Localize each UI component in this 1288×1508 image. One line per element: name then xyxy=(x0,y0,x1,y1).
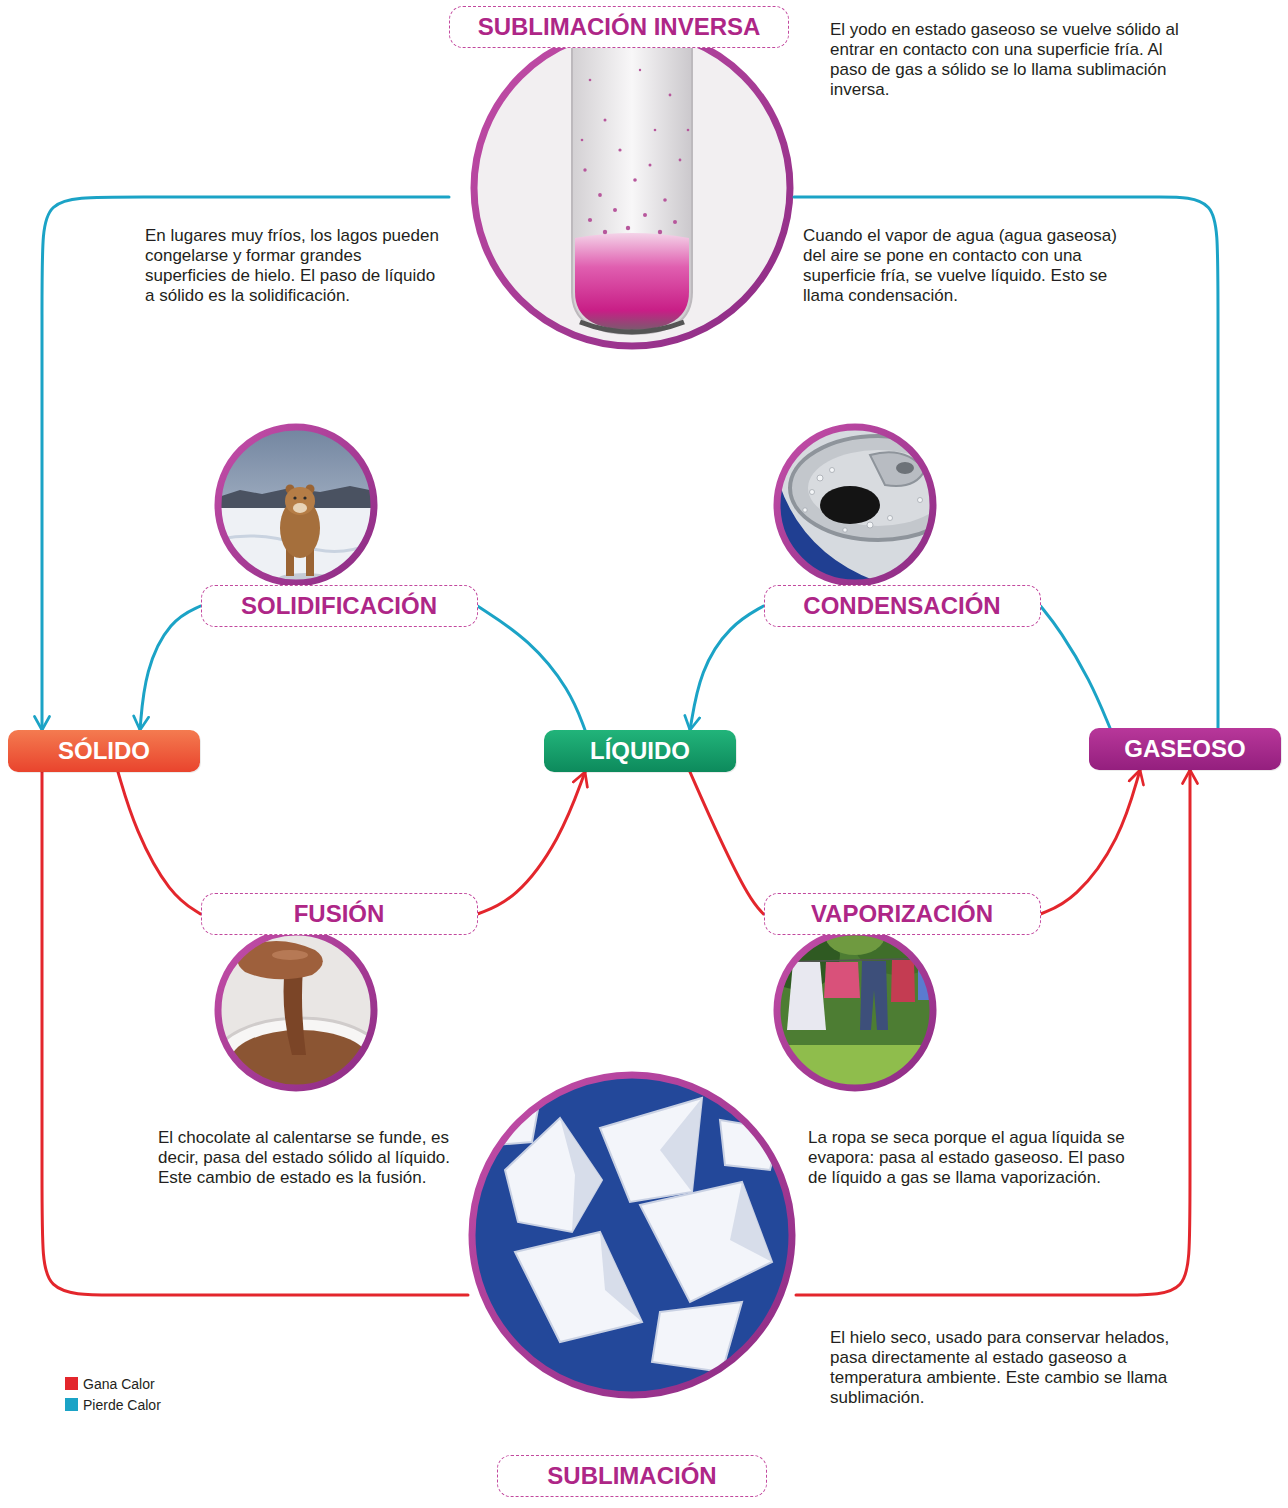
transition-arrow xyxy=(478,606,586,730)
process-name: FUSIÓN xyxy=(294,894,385,933)
legend-swatch xyxy=(65,1398,78,1411)
process-label: SUBLIMACIÓN xyxy=(468,1071,796,1497)
transition-arrow xyxy=(42,772,468,1295)
process-label: FUSIÓN xyxy=(201,893,478,1092)
legend-row: Gana Calor xyxy=(65,1373,161,1394)
process-label: CONDENSACIÓN xyxy=(764,423,1041,627)
legend-row: Pierde Calor xyxy=(65,1394,161,1415)
description-text: Cuando el vapor de agua (agua gaseosa) d… xyxy=(803,226,1123,306)
process-label: SOLIDIFICACIÓN xyxy=(201,423,478,627)
state-name: GASEOSO xyxy=(1124,728,1245,770)
transition-arrow xyxy=(796,770,1190,1295)
description-text: En lugares muy fríos, los lagos pueden c… xyxy=(145,226,445,306)
description-text: La ropa se seca porque el agua líquida s… xyxy=(808,1128,1133,1188)
transition-arrow xyxy=(42,197,449,730)
process-label: VAPORIZACIÓN xyxy=(764,893,1041,1092)
cougar-snow-photo xyxy=(215,425,380,590)
clothesline-photo xyxy=(760,915,945,1105)
iodine-tube-photo xyxy=(470,20,800,356)
process-label: SUBLIMACIÓN INVERSA xyxy=(449,6,794,350)
transition-arrow xyxy=(1041,606,1111,728)
process-name: SUBLIMACIÓN xyxy=(547,1456,716,1495)
state-box: LÍQUIDO xyxy=(544,730,736,772)
legend-text: Gana Calor xyxy=(83,1376,155,1392)
transition-arrow xyxy=(690,772,764,914)
process-name: CONDENSACIÓN xyxy=(803,586,1000,625)
description-text: El chocolate al calentarse se funde, es … xyxy=(158,1128,458,1188)
transition-arrow xyxy=(794,197,1218,728)
process-pill: SUBLIMACIÓN xyxy=(497,1455,767,1497)
state-box: GASEOSO xyxy=(1089,728,1281,770)
transition-arrow xyxy=(118,772,201,914)
process-pill: FUSIÓN xyxy=(201,893,478,935)
transition-arrow xyxy=(140,606,201,730)
state-name: LÍQUIDO xyxy=(590,730,690,772)
description-text: El yodo en estado gaseoso se vuelve sóli… xyxy=(830,20,1180,100)
state-box: SÓLIDO xyxy=(8,730,200,772)
legend: Gana CalorPierde Calor xyxy=(65,1373,161,1415)
transition-arrow xyxy=(1041,770,1141,914)
process-pill: SUBLIMACIÓN INVERSA xyxy=(449,6,789,48)
process-name: VAPORIZACIÓN xyxy=(811,894,993,933)
legend-swatch xyxy=(65,1377,78,1390)
description-text: El hielo seco, usado para conservar hela… xyxy=(830,1328,1170,1408)
state-name: SÓLIDO xyxy=(58,730,150,772)
process-pill: VAPORIZACIÓN xyxy=(764,893,1041,935)
soda-can-photo xyxy=(775,425,966,590)
process-name: SUBLIMACIÓN INVERSA xyxy=(478,7,761,46)
transition-arrow xyxy=(478,772,586,914)
dry-ice-photo xyxy=(470,1073,795,1398)
process-pill: CONDENSACIÓN xyxy=(764,585,1041,627)
transition-arrow xyxy=(690,606,764,730)
process-pill: SOLIDIFICACIÓN xyxy=(201,585,478,627)
legend-text: Pierde Calor xyxy=(83,1397,161,1413)
process-name: SOLIDIFICACIÓN xyxy=(241,586,437,625)
melted-chocolate-photo xyxy=(210,928,385,1102)
